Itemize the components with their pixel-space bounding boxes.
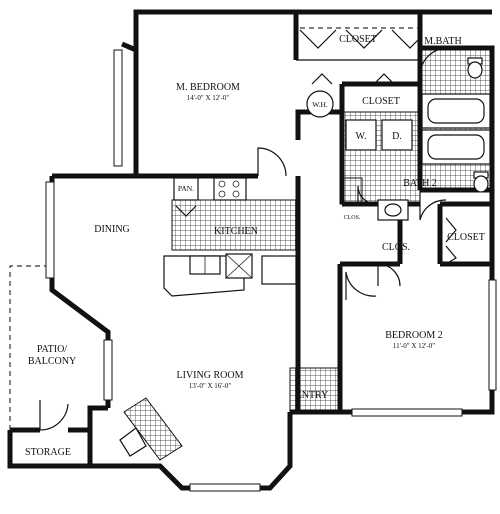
dryer-label: D. <box>392 131 402 142</box>
patio-label-line2: BALCONY <box>28 356 76 367</box>
closet-right-label: CLOSET <box>447 232 485 243</box>
dining-label: DINING <box>94 224 130 235</box>
closet-top-label: CLOSET <box>339 34 377 45</box>
master-bath-label: M.BATH <box>424 36 462 47</box>
storage-label: STORAGE <box>25 447 71 458</box>
entry-label: ENTRY <box>296 390 329 401</box>
bedroom2-label: BEDROOM 2 <box>385 330 443 341</box>
master-bedroom-size: 14'-0" X 12'-0" <box>187 94 230 102</box>
living-room-size: 13'-0" X 16'-0" <box>189 382 232 390</box>
bath2-label: BATH 2 <box>403 178 437 189</box>
bedroom2-size: 11'-0" X 12'-0" <box>393 342 435 350</box>
pantry-label: PAN. <box>178 184 194 193</box>
kitchen-label: KITCHEN <box>214 226 258 237</box>
door-swings <box>39 47 457 431</box>
closet-hall-label: CLOS. <box>382 242 410 253</box>
closet-small-label: CLOS. <box>344 215 361 221</box>
closet-doors-top <box>299 27 419 85</box>
patio-label-line1: PATIO/ <box>37 344 67 355</box>
kitchen-tile <box>171 199 299 251</box>
fixtures <box>119 57 491 457</box>
room-labels: M. BEDROOM 14'-0" X 12'-0" CLOSET M.BATH… <box>25 34 485 458</box>
windows <box>45 49 497 492</box>
patio-boundary <box>9 265 52 430</box>
water-heater-label: W.H. <box>312 100 328 109</box>
closet-mid-label: CLOSET <box>362 96 400 107</box>
living-room-label: LIVING ROOM <box>177 370 244 381</box>
fireplace-hearth-tile <box>123 397 183 461</box>
washer-label: W. <box>355 131 366 142</box>
master-bedroom-label: M. BEDROOM <box>176 82 240 93</box>
